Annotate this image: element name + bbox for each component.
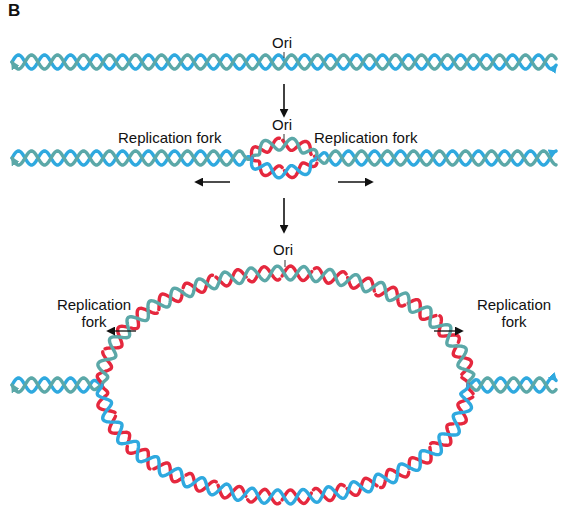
parental-strand [97,385,471,504]
parental-strand [468,378,556,392]
parental-strand [252,138,317,158]
new-strand [252,138,316,158]
fork-label: Replication fork [468,296,560,330]
parental-strand [252,158,316,178]
fork-label: Replication fork [48,296,140,330]
fork-label: Replication fork [118,129,221,146]
parental-strand [12,151,252,165]
origin-label: Ori [272,34,292,51]
parental-strand [316,151,556,165]
direction-arrow [434,330,462,331]
direction-arrow [283,84,285,116]
direction-arrow [338,181,372,182]
fork-label: Replication fork [314,129,417,146]
origin-label: Ori [272,116,292,133]
direction-arrow [108,330,136,331]
origin-tick [284,52,285,58]
parental-strand [316,151,556,165]
new-strand [252,158,317,178]
new-strand [97,266,471,385]
new-strand [98,385,474,504]
direction-arrow [196,181,230,182]
origin-tick [285,260,286,267]
parental-strand [12,378,102,392]
parental-strand [468,378,556,392]
parental-strand [12,378,102,392]
panel-letter: B [8,2,20,19]
direction-arrow [283,198,285,232]
origin-tick [284,134,285,140]
parental-strand [12,151,252,165]
origin-label: Ori [273,241,293,258]
parental-strand [98,266,474,385]
